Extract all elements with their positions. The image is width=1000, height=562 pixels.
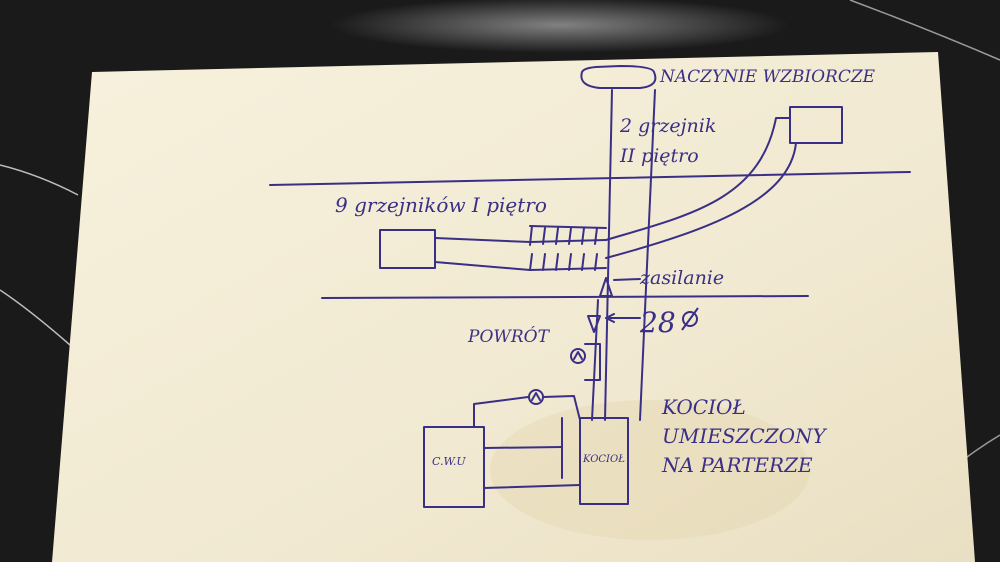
ink-strokes	[269, 65, 911, 508]
background-line	[849, 0, 1000, 61]
background-glare	[330, 0, 790, 53]
radiator-first-floor	[379, 229, 436, 269]
label-hot-water-tank: C.W.U	[432, 455, 466, 468]
label-expansion-vessel: NACZYNIE WZBIORCZE	[659, 67, 876, 87]
dimension-diameter-slash	[681, 307, 699, 331]
background-line	[0, 164, 79, 196]
pipe-tank-to-boiler-bottom	[483, 484, 581, 489]
return-arrow	[587, 315, 601, 333]
dimension-diameter-mark	[682, 311, 698, 327]
manifold-ticks-lower	[529, 253, 598, 271]
dimension-arrow	[605, 313, 641, 323]
label-boiler-note-1: KOCIOŁ	[661, 395, 746, 419]
return-pipe	[591, 299, 599, 421]
label-supply: zasilanie	[639, 267, 724, 289]
label-boiler-note-2: UMIESZCZONY	[662, 424, 828, 448]
pump-dhw-symbol	[531, 392, 541, 401]
riser-left	[604, 89, 613, 421]
manifold-ticks-upper	[529, 225, 598, 246]
pipe-tank-to-boiler-middle	[483, 446, 563, 449]
floor-line-first	[321, 295, 809, 299]
pipe-tank-to-pump	[473, 396, 529, 428]
manifold-top	[529, 225, 607, 229]
pipe-second-floor-lower	[605, 142, 797, 259]
background-line	[0, 289, 71, 346]
label-return: POWRÓT	[467, 326, 551, 347]
pump-return	[570, 348, 586, 364]
supply-leader	[613, 278, 641, 281]
floor-line-second	[269, 171, 911, 186]
riser-right	[639, 89, 656, 421]
pipe-pump-to-boiler	[542, 395, 581, 421]
label-radiators-first-floor: 9 grzejników I piętro	[335, 193, 547, 217]
hot-water-tank-shape	[423, 426, 485, 508]
radiator-second-floor	[789, 106, 843, 144]
supply-arrow	[599, 277, 613, 297]
label-boiler-note-3: NA PARTERZE	[661, 453, 813, 477]
expansion-vessel-shape	[580, 65, 657, 89]
label-radiators-second-floor-1: 2 grzejnik	[619, 115, 716, 137]
paper-stain	[490, 400, 810, 540]
pump-return-bypass	[584, 343, 601, 381]
pump-return-symbol	[573, 351, 583, 360]
pipe-second-floor-upper	[605, 117, 791, 241]
boiler-shape	[579, 417, 629, 505]
label-boiler: KOCIOŁ	[582, 454, 625, 465]
label-radiators-second-floor-2: II piętro	[619, 145, 699, 167]
label-dimension: 28	[639, 306, 676, 339]
